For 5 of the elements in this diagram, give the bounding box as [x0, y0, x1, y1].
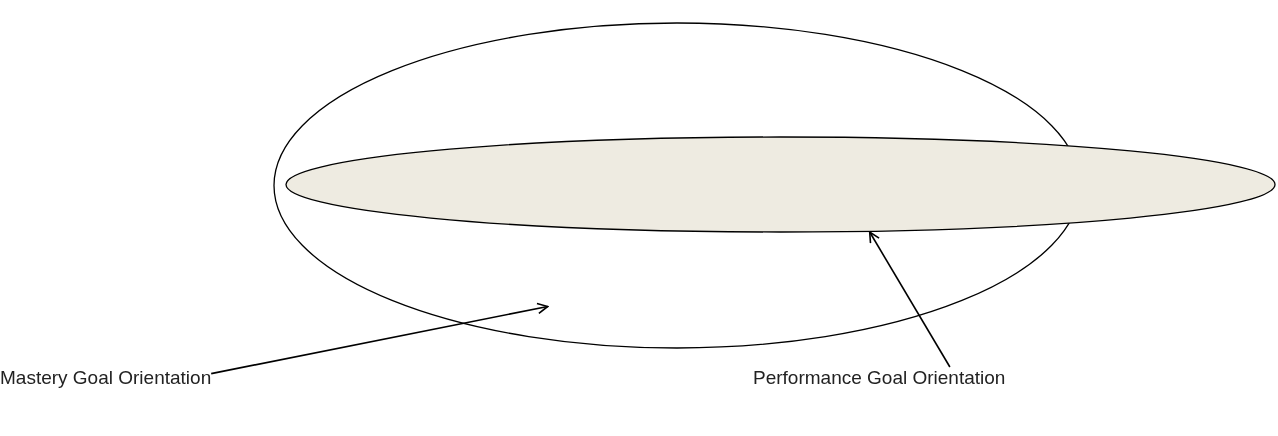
text-label: Mastery Goal Orientation [0, 367, 212, 389]
text-label: Performance Goal Orientation [753, 367, 1006, 389]
ellipse [285, 136, 1276, 233]
leader-arrow [210, 302, 549, 375]
leader-arrow [868, 231, 951, 368]
